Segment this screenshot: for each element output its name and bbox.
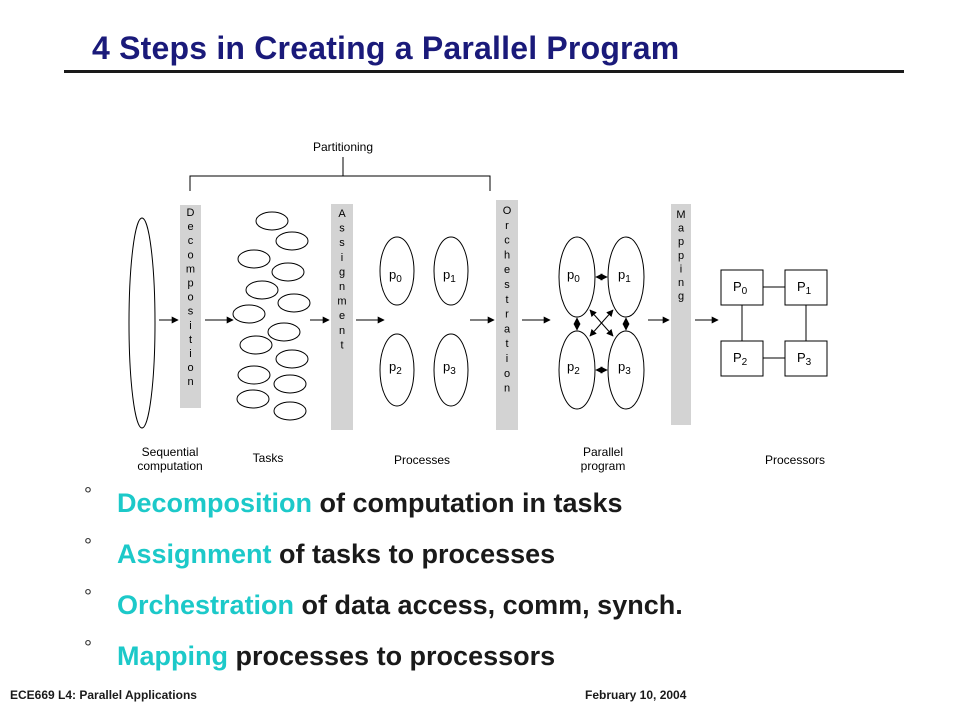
task-ellipse	[236, 389, 270, 409]
assignment-bar	[331, 204, 353, 430]
bullet-mark: °	[84, 535, 92, 557]
process-ellipse	[433, 333, 469, 407]
task-ellipse	[273, 374, 307, 394]
task-ellipse	[275, 231, 309, 251]
processors-group: P0 P1 P2 P3	[720, 269, 828, 377]
processes-caption: Processes	[394, 453, 450, 467]
parallel-process-label: p0	[567, 267, 580, 285]
task-ellipse	[277, 293, 311, 313]
process-label: p2	[389, 359, 402, 377]
task-ellipse	[271, 262, 305, 282]
mapping-bar	[671, 204, 691, 425]
parallel-process-ellipse	[607, 330, 645, 410]
bullet-text: of computation in tasks	[312, 488, 623, 518]
bullet-text: of data access, comm, synch.	[294, 590, 683, 620]
parallel-program-group: p0 p1 p2 p3	[558, 236, 645, 410]
process-label: p0	[389, 267, 402, 285]
parallel-process-ellipse	[607, 236, 645, 318]
process-label: p3	[443, 359, 456, 377]
processor-label: P3	[797, 350, 812, 368]
orchestration-bar	[496, 200, 518, 430]
processes-group: p0 p1 p2 p3	[379, 236, 469, 407]
task-ellipse	[255, 211, 289, 231]
footer-date: February 10, 2004	[585, 688, 687, 702]
parallel-process-ellipse	[558, 236, 596, 318]
process-ellipse	[379, 333, 415, 407]
parallel-process-label: p1	[618, 267, 631, 285]
parallel-process-label: p2	[567, 359, 580, 377]
task-ellipse	[237, 365, 271, 385]
slide-title: 4 Steps in Creating a Parallel Program	[92, 30, 680, 66]
task-ellipse	[267, 322, 301, 342]
parallel-process-label: p3	[618, 359, 631, 377]
process-ellipse	[379, 236, 415, 306]
tasks-caption: Tasks	[253, 451, 284, 465]
task-ellipse	[237, 249, 271, 269]
task-ellipse	[245, 280, 279, 300]
process-label: p1	[443, 267, 456, 285]
bullet-text: processes to processors	[227, 641, 556, 671]
partitioning-label: Partitioning	[313, 140, 373, 154]
bullet-keyword: Decomposition	[117, 488, 313, 518]
task-ellipse	[239, 335, 273, 355]
processor-box	[720, 269, 764, 306]
sequential-computation-ellipse	[128, 217, 156, 429]
bullet-mark: °	[84, 484, 92, 506]
bullet-text: of tasks to processes	[271, 539, 556, 569]
processors-caption: Processors	[765, 453, 825, 467]
decomposition-bar	[180, 205, 201, 408]
processor-label: P2	[733, 350, 748, 368]
bullet-keyword: Assignment	[117, 539, 272, 569]
partitioning-bracket: Partitioning	[189, 140, 491, 191]
processor-box	[784, 340, 828, 377]
footer-course: ECE669 L4: Parallel Applications	[10, 688, 197, 702]
comm-arrow	[589, 309, 614, 337]
bullet-mark: °	[84, 637, 92, 659]
task-ellipse	[275, 349, 309, 369]
processor-label: P1	[797, 279, 812, 297]
bullet-mark: °	[84, 586, 92, 608]
processor-box	[720, 340, 764, 377]
bullet-keyword: Mapping	[117, 641, 228, 671]
task-ellipse	[273, 401, 307, 421]
task-ellipse	[232, 304, 266, 324]
bullet-keyword: Orchestration	[117, 590, 295, 620]
processor-label: P0	[733, 279, 748, 297]
parallel-process-ellipse	[558, 330, 596, 410]
title-underline	[64, 70, 904, 73]
tasks-group	[232, 211, 311, 421]
process-ellipse	[433, 236, 469, 306]
